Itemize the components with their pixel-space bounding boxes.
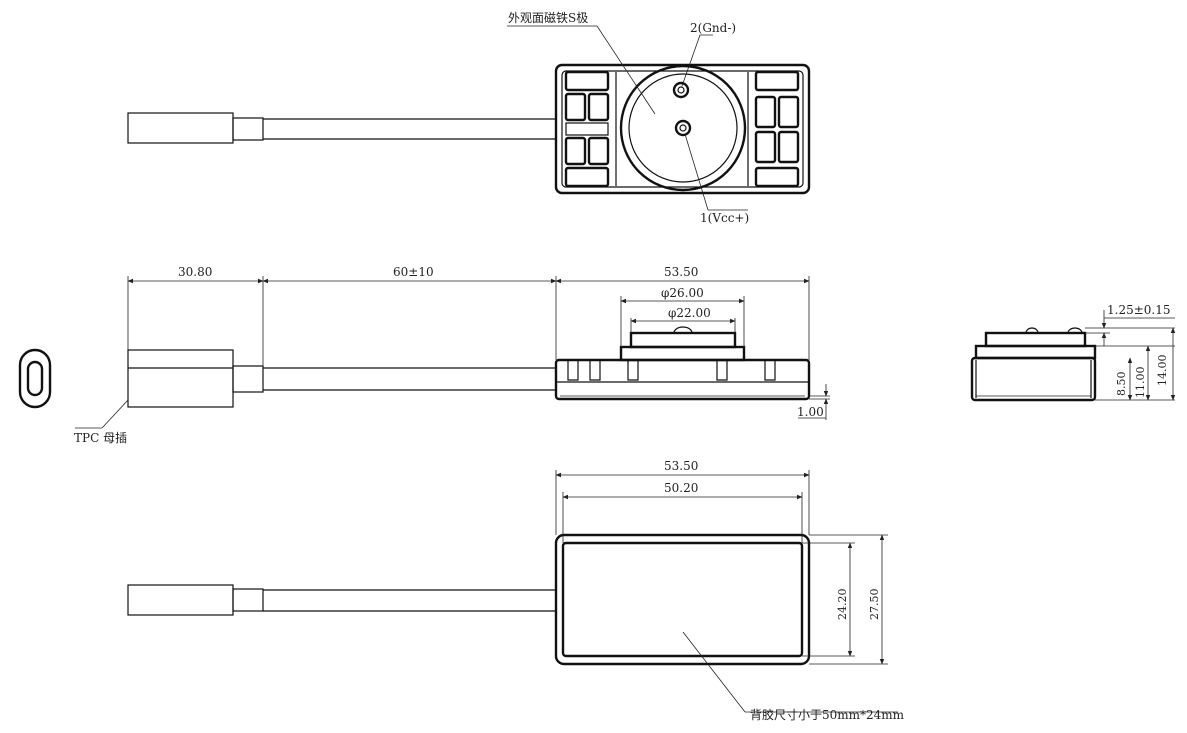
front-plug-neck	[232, 365, 264, 393]
magnet-plate-label: 外观面磁铁S极	[508, 10, 588, 25]
adhesive-note-label: 背胶尺寸小于50mm*24mm	[750, 707, 905, 722]
plug-length-dim: 30.80	[178, 265, 212, 279]
pin-height-dim: 1.25±0.15	[1107, 303, 1171, 317]
height-a-dim: 8.50	[1115, 372, 1128, 397]
clip-4	[716, 360, 728, 381]
side-top	[984, 331, 1087, 348]
base-thickness-dim: 1.00	[797, 405, 824, 419]
gnd-callout-line	[681, 34, 713, 87]
pin-gnd-icon	[672, 81, 690, 99]
inner-diameter-dim: φ22.00	[668, 306, 711, 320]
bottom-plug-neck	[232, 588, 264, 612]
connector-label: TPC 母插	[74, 431, 127, 445]
front-pin	[673, 326, 693, 334]
side-housing	[974, 344, 1097, 360]
clip-1	[567, 360, 579, 381]
bottom-body-outer	[554, 533, 811, 666]
side-base	[970, 356, 1097, 402]
clip-3	[627, 360, 639, 381]
adhesive-callout-line	[682, 631, 746, 713]
body-length-dim: 53.50	[664, 265, 698, 279]
clip-2	[589, 360, 601, 381]
height-c-dim: 14.00	[1156, 355, 1169, 387]
adhesive-length-dim: 50.20	[664, 481, 698, 495]
height-b-dim: 11.00	[1134, 367, 1147, 399]
side-pin-1	[1025, 327, 1039, 334]
cable-length-dim: 60±10	[393, 265, 434, 279]
bottom-view: 53.50 50.20 24.20 27.50 背胶尺寸小于50mm*24mm	[127, 459, 905, 722]
outer-diameter-dim: φ26.00	[661, 286, 704, 300]
front-magnet-housing	[619, 345, 746, 362]
front-plug	[127, 349, 234, 408]
top-body-inner	[561, 70, 804, 188]
magnet-outer-circle	[619, 64, 747, 192]
magnet-callout-line	[507, 25, 656, 115]
top-plug-neck	[232, 117, 264, 141]
adhesive-width-dim: 24.20	[836, 589, 849, 621]
vcc-callout-line	[684, 133, 748, 211]
clip-5	[764, 360, 776, 381]
top-view: 外观面磁铁S极 2(Gnd-) 1(Vcc+)	[127, 10, 811, 225]
front-view: 30.80 60±10 53.50 φ26.00 φ22.00 1.00 TPC…	[18, 265, 830, 445]
top-plug	[127, 112, 234, 144]
right-clip-block	[754, 70, 800, 188]
side-view: 1.25±0.15 8.50 11.00 14.00	[970, 303, 1176, 402]
front-magnet-top	[629, 331, 737, 349]
pin-vcc-icon	[674, 119, 692, 137]
magnet-inner-circle	[628, 73, 738, 183]
bottom-plug	[127, 584, 234, 616]
bottom-length-dim: 53.50	[664, 459, 698, 473]
left-clip-block	[564, 70, 610, 188]
body-width-dim: 27.50	[868, 589, 881, 621]
usb-c-port-icon	[18, 348, 52, 409]
pin-vcc-label: 1(Vcc+)	[700, 211, 749, 225]
pin-gnd-label: 2(Gnd-)	[690, 21, 736, 35]
side-pin-2	[1067, 327, 1083, 334]
adhesive-area	[561, 541, 804, 658]
